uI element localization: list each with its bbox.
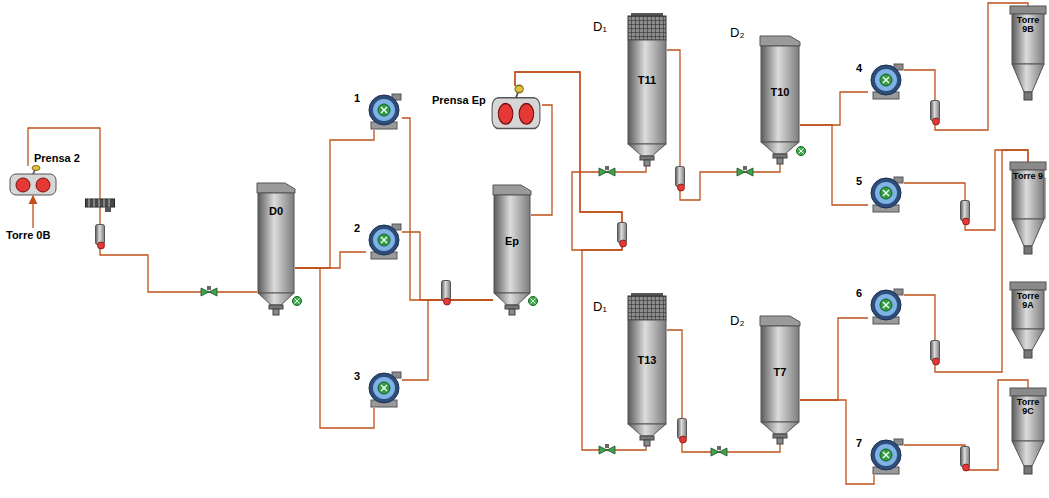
mixer — [618, 223, 627, 248]
pump: 4 — [868, 62, 904, 100]
equipment-label: T10 — [760, 86, 800, 98]
storage-tower: Torre 9C — [1010, 388, 1046, 474]
stage-label: D₂ — [730, 314, 744, 328]
process-tower-symbol — [257, 183, 295, 315]
equipment-label: D0 — [257, 205, 295, 217]
flow-line — [800, 92, 868, 125]
press-machine: Prensa 2 — [8, 166, 58, 196]
process-tower: D₂T10 — [760, 36, 800, 164]
callout-number: 1 — [354, 92, 360, 104]
bleach-tower-symbol — [627, 16, 667, 166]
process-tower-symbol — [493, 185, 531, 315]
pump-symbol — [366, 370, 402, 408]
equipment-label: T13 — [627, 354, 667, 366]
equipment-label: Torre 9B — [1010, 16, 1046, 35]
green-valve — [529, 297, 538, 306]
callout-number: 7 — [856, 437, 862, 449]
callout-number: 6 — [856, 287, 862, 299]
green-valve — [293, 297, 302, 306]
flow-line — [800, 125, 868, 205]
mixer — [676, 167, 685, 192]
pump-symbol — [366, 92, 402, 130]
storage-tower: Torre 9A — [1010, 282, 1046, 358]
process-tower: D0 — [257, 183, 295, 315]
process-tower: Ep — [493, 185, 531, 315]
flow-line — [402, 300, 493, 380]
flow-line — [904, 3, 1028, 130]
mixer — [961, 447, 970, 472]
equipment-label: Torre 9 — [1010, 172, 1046, 181]
mixer — [442, 281, 451, 306]
green-valve — [797, 147, 806, 156]
equipment-label: T11 — [627, 74, 667, 86]
storage-tower: Torre 9B — [1010, 6, 1046, 100]
flow-line — [28, 128, 257, 292]
flow-line — [402, 118, 493, 300]
pump-symbol — [868, 287, 904, 325]
pump: 1 — [366, 92, 402, 130]
mixer — [678, 419, 687, 444]
equipment-label: Torre 9A — [1010, 292, 1046, 311]
bleach-tower-symbol — [627, 296, 667, 446]
equipment-label: Ep — [493, 235, 531, 247]
pump-symbol — [366, 222, 402, 260]
pump-symbol — [868, 437, 904, 475]
press-machine: Prensa Ep — [490, 86, 542, 130]
pump: 7 — [868, 437, 904, 475]
pump: 2 — [366, 222, 402, 260]
equipment-label: T7 — [760, 366, 800, 378]
stage-label: D₁ — [593, 20, 607, 34]
mixer — [961, 201, 970, 226]
mixer — [931, 101, 940, 126]
process-tower-symbol — [760, 316, 800, 444]
stage-label: D₁ — [593, 300, 607, 314]
bleach-tower: D₁T13 — [627, 296, 667, 446]
pump: 6 — [868, 287, 904, 325]
valve — [599, 166, 615, 176]
screw-feeder — [86, 199, 115, 212]
stage-label: D₂ — [730, 26, 744, 40]
callout-number: 5 — [856, 175, 862, 187]
valve — [599, 444, 615, 454]
flow-line — [295, 268, 374, 428]
mixer — [96, 225, 105, 250]
flow-line — [32, 196, 33, 228]
bleach-tower: D₁T11 — [627, 16, 667, 166]
equipment-label: Prensa 2 — [34, 152, 80, 164]
process-tower-symbol — [760, 36, 800, 164]
valve — [711, 446, 727, 456]
flow-line — [800, 400, 874, 484]
callout-number: 2 — [354, 222, 360, 234]
valve — [737, 166, 753, 176]
pump-symbol — [868, 175, 904, 213]
source-label: Torre 0B — [6, 228, 66, 244]
flow-line — [295, 130, 374, 268]
valve — [201, 286, 217, 296]
storage-tower: Torre 9 — [1010, 162, 1046, 254]
pump: 3 — [366, 370, 402, 408]
press-machine-symbol — [8, 166, 58, 196]
equipment-label: Torre 9C — [1010, 398, 1046, 417]
flow-line — [800, 318, 868, 400]
flow-line — [295, 252, 366, 268]
callout-number: 3 — [354, 370, 360, 382]
equipment-label: Torre 0B — [6, 229, 50, 241]
pump: 5 — [868, 175, 904, 213]
equipment-label: Prensa Ep — [432, 94, 486, 106]
callout-number: 4 — [856, 62, 862, 74]
flow-line — [904, 150, 1028, 372]
process-tower: D₂T7 — [760, 316, 800, 444]
pump-symbol — [868, 62, 904, 100]
press-machine-symbol — [490, 86, 542, 130]
mixer — [931, 341, 940, 366]
flow-line — [904, 150, 1028, 230]
flow-line — [904, 380, 1028, 470]
